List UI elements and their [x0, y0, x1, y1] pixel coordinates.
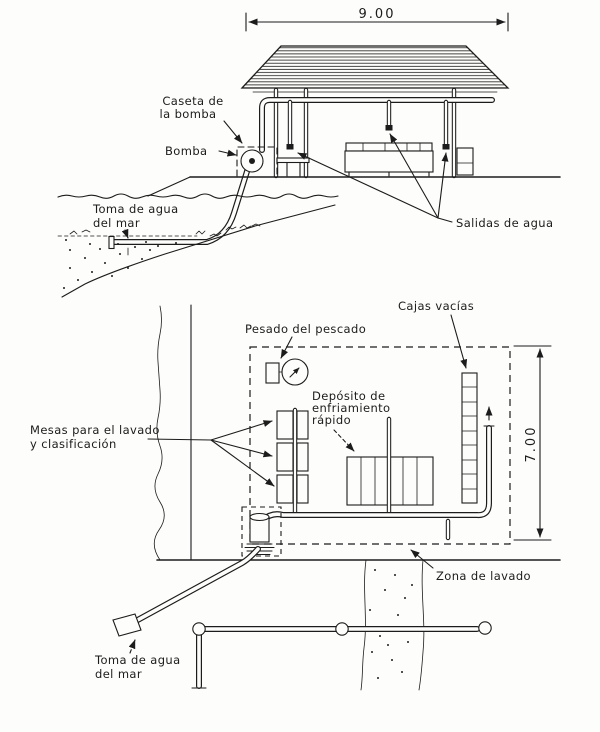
intake-pipe-plan	[112, 546, 261, 637]
cooling-tank-label-line1: Depósito de	[312, 389, 385, 403]
depth-dimension-value: 7.00	[524, 426, 539, 463]
sea-intake-plan-label-line1: Toma de agua	[94, 653, 181, 667]
rubble-marks	[69, 223, 261, 237]
washing-tables-label-line2: y clasificación	[30, 437, 117, 451]
overhead-water-pipe	[259, 97, 495, 153]
roof	[240, 45, 510, 93]
empty-boxes-stack	[461, 372, 478, 504]
water-outlets-label: Salidas de agua	[456, 216, 553, 230]
pump-house-label-line2: la bomba	[160, 107, 217, 121]
washing-tables-label-line1: Mesas para el lavado	[30, 423, 160, 437]
pump-house-label-line1: Caseta de	[162, 94, 223, 108]
intake-pipe-elevation	[108, 162, 252, 256]
sea-intake-label-line1: Toma de agua	[92, 202, 179, 216]
elevation-view: 9.00	[57, 7, 561, 298]
sorting-table	[344, 142, 434, 177]
washing-zone-label: Zona de lavado	[436, 569, 531, 583]
elevation-labels: Caseta de la bomba Bomba Toma de agua de…	[92, 94, 553, 239]
sea-intake-label-line2: del mar	[93, 216, 140, 230]
width-dimension-value: 9.00	[359, 7, 396, 22]
pump-label: Bomba	[165, 144, 207, 158]
depth-dimension: 7.00	[513, 345, 552, 541]
outfall-pipe	[191, 621, 492, 689]
beach-strip-plan	[360, 559, 425, 691]
crate	[456, 147, 474, 176]
empty-boxes-label: Cajas vacías	[398, 299, 474, 313]
water-outlets-arrows	[297, 133, 453, 223]
weighing-scale	[265, 358, 309, 386]
washing-tables	[276, 410, 309, 504]
plan-labels: Pesado del pescado Cajas vacías Depósito…	[30, 299, 531, 681]
pump	[240, 149, 264, 173]
cooling-tank-label-line2: enfriamiento	[312, 401, 391, 415]
quay-edge-plan	[153, 304, 561, 561]
ground-and-shore	[57, 176, 561, 298]
sea-intake-plan-label-line2: del mar	[95, 667, 142, 681]
plan-view: 7.00	[30, 299, 561, 691]
building-posts	[273, 87, 457, 179]
cooling-tank-label-line3: rápido	[312, 413, 351, 427]
pump-house	[236, 146, 278, 177]
fish-weighing-label: Pesado del pescado	[245, 322, 366, 336]
pump-house-plan	[241, 506, 282, 557]
sand-stipple	[63, 239, 177, 289]
water-outlet-pipes	[286, 99, 450, 150]
width-dimension: 9.00	[245, 7, 509, 32]
